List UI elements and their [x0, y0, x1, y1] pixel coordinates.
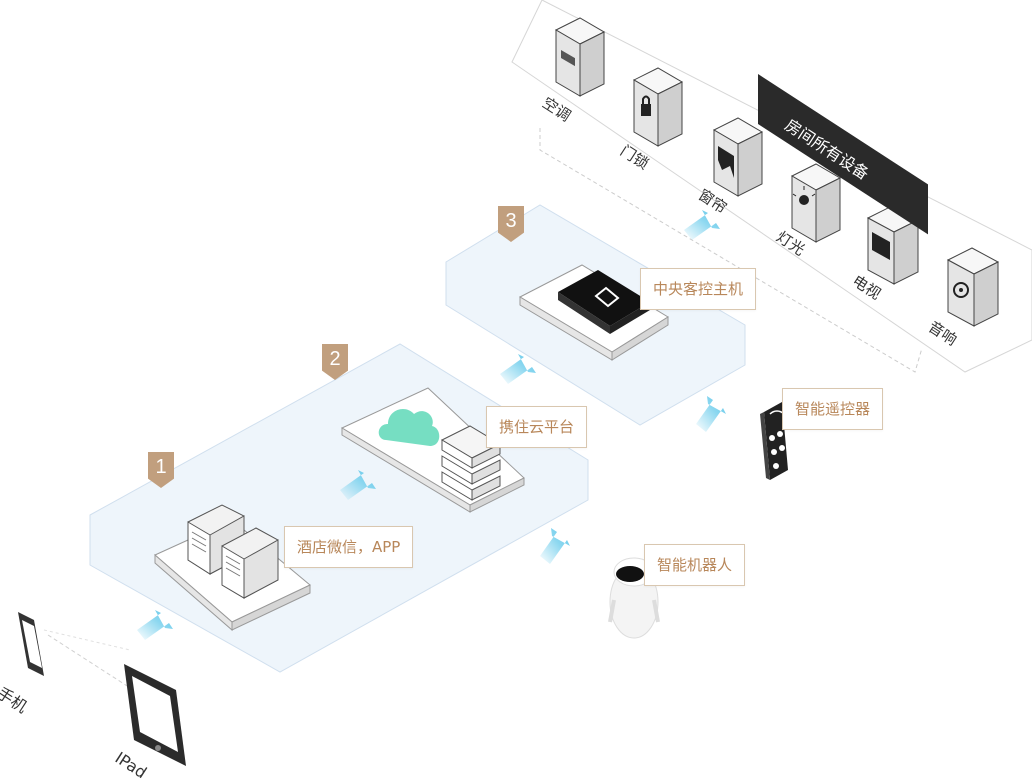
ipad-icon [124, 664, 186, 766]
device-air-conditioner [554, 17, 606, 97]
device-door-lock [632, 67, 684, 147]
device-speaker [946, 247, 1000, 327]
server-icon-2 [221, 527, 279, 599]
central-host-icon [558, 270, 650, 334]
phone-link-line-2 [43, 629, 131, 651]
phone-link-line [47, 634, 181, 721]
platform-step-1 [89, 343, 589, 673]
device-light [790, 163, 842, 243]
arrow-robot-to-cloud [540, 528, 570, 564]
device-tv [866, 205, 920, 285]
callout-central-host: 中央客控主机 [640, 268, 757, 310]
arrow-remote-to-host [696, 396, 726, 432]
callout-hotel-app: 酒店微信，APP [284, 526, 414, 568]
callout-cloud-platform: 携住云平台 [486, 406, 588, 448]
callout-smart-robot: 智能机器人 [644, 544, 746, 586]
server-stack-icon [440, 425, 502, 501]
arrow-cloud-to-host [500, 354, 536, 384]
device-curtain [712, 117, 764, 197]
phone-icon [18, 612, 44, 676]
arrow-ipad-to-hotel [137, 610, 173, 640]
device-bus-line [539, 128, 923, 373]
callout-smart-remote: 智能遥控器 [782, 388, 884, 430]
cloud-icon [378, 409, 440, 446]
